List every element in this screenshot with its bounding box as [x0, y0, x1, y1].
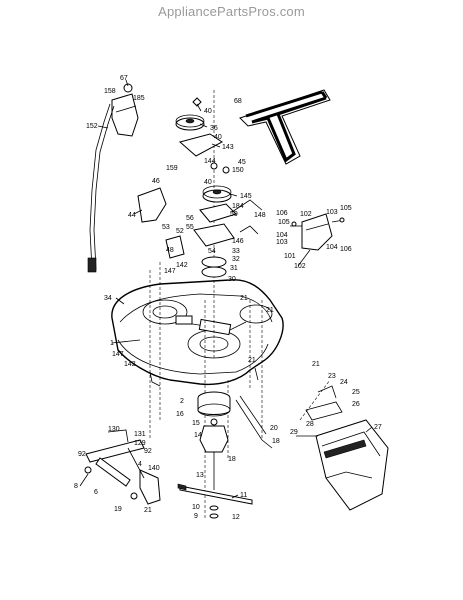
part-labels: 67 158 185 152 40 36 40 143 144 68 45 15… — [74, 75, 382, 521]
label-20: 20 — [270, 425, 278, 432]
label-147: 147 — [164, 268, 176, 275]
discharge-chute — [296, 385, 389, 511]
label-23: 23 — [328, 373, 336, 380]
spindle-assembly — [197, 391, 273, 490]
belt-guard-assembly — [290, 213, 345, 251]
label-15: 15 — [192, 420, 200, 427]
label-21: 21 — [312, 361, 320, 368]
label-130: 130 — [108, 426, 120, 433]
label-45: 45 — [238, 159, 246, 166]
label-26: 26 — [352, 401, 360, 408]
label-9: 9 — [194, 513, 198, 520]
label-185: 185 — [133, 95, 145, 102]
label-159: 159 — [166, 165, 178, 172]
label-21: 21 — [248, 357, 256, 364]
mower-blade — [177, 483, 253, 519]
label-144: 144 — [204, 158, 216, 165]
drive-belt — [239, 89, 331, 165]
label-184: 184 — [232, 203, 244, 210]
label-1: 1 — [110, 340, 114, 347]
idler-arm-assembly — [137, 187, 263, 278]
label-54: 54 — [208, 248, 216, 255]
label-158: 158 — [104, 88, 116, 95]
label-44: 44 — [128, 212, 136, 219]
label-53: 53 — [162, 224, 170, 231]
label-143: 143 — [222, 144, 234, 151]
label-146: 146 — [232, 238, 244, 245]
label-129: 129 — [134, 440, 146, 447]
label-30: 30 — [228, 276, 236, 283]
label-27: 27 — [374, 424, 382, 431]
label-46: 46 — [152, 178, 160, 185]
label-103: 103 — [276, 239, 288, 246]
label-16: 16 — [176, 411, 184, 418]
label-104: 104 — [276, 232, 288, 239]
label-52: 52 — [176, 228, 184, 235]
label-2: 2 — [180, 398, 184, 405]
label-59: 59 — [230, 211, 238, 218]
label-152: 152 — [86, 123, 98, 130]
label-21: 21 — [266, 307, 274, 314]
label-40: 40 — [214, 134, 222, 141]
label-32: 32 — [232, 256, 240, 263]
label-6: 6 — [94, 489, 98, 496]
label-48: 48 — [166, 247, 174, 254]
label-101: 101 — [284, 253, 296, 260]
top-pulley-stack — [175, 97, 237, 223]
label-68: 68 — [234, 98, 242, 105]
label-11: 11 — [240, 492, 247, 499]
label-13: 13 — [196, 472, 204, 479]
label-142: 142 — [176, 262, 188, 269]
label-102: 102 — [300, 211, 312, 218]
label-142: 142 — [124, 361, 136, 368]
label-29: 29 — [290, 429, 298, 436]
label-36: 36 — [210, 125, 218, 132]
label-148: 148 — [254, 212, 266, 219]
label-34: 34 — [104, 295, 112, 302]
mower-deck — [111, 279, 284, 387]
label-140: 140 — [148, 465, 160, 472]
label-131: 131 — [134, 431, 146, 438]
label-55: 55 — [186, 224, 194, 231]
label-10: 10 — [192, 504, 200, 511]
label-147: 147 — [112, 351, 124, 358]
label-92: 92 — [78, 451, 86, 458]
label-102: 102 — [294, 263, 306, 270]
label-18: 18 — [228, 456, 236, 463]
label-4: 4 — [138, 461, 142, 468]
label-31: 31 — [230, 265, 238, 272]
label-24: 24 — [340, 379, 348, 386]
lift-lever-assembly — [87, 83, 139, 273]
label-19: 19 — [114, 506, 122, 513]
label-105: 105 — [340, 205, 352, 212]
label-12: 12 — [232, 514, 240, 521]
label-105: 105 — [278, 219, 290, 226]
label-28: 28 — [306, 421, 314, 428]
label-145: 145 — [240, 193, 252, 200]
label-56: 56 — [186, 215, 194, 222]
label-92: 92 — [144, 448, 152, 455]
label-67: 67 — [120, 75, 128, 82]
label-21: 21 — [144, 507, 152, 514]
label-40: 40 — [204, 108, 212, 115]
label-25: 25 — [352, 389, 360, 396]
watermark: AppliancePartsPros.com — [158, 4, 305, 19]
label-40: 40 — [204, 179, 212, 186]
gauge-wheel-bracket — [84, 429, 161, 505]
label-150: 150 — [232, 167, 244, 174]
label-106: 106 — [276, 210, 288, 217]
label-103: 103 — [326, 209, 338, 216]
leader-lines — [79, 79, 373, 499]
label-18: 18 — [272, 438, 280, 445]
label-106: 106 — [340, 246, 352, 253]
label-8: 8 — [74, 483, 78, 490]
label-104: 104 — [326, 244, 338, 251]
assembly-guides — [149, 90, 331, 520]
label-21: 21 — [240, 295, 248, 302]
label-14: 14 — [194, 432, 202, 439]
label-33: 33 — [232, 248, 240, 255]
